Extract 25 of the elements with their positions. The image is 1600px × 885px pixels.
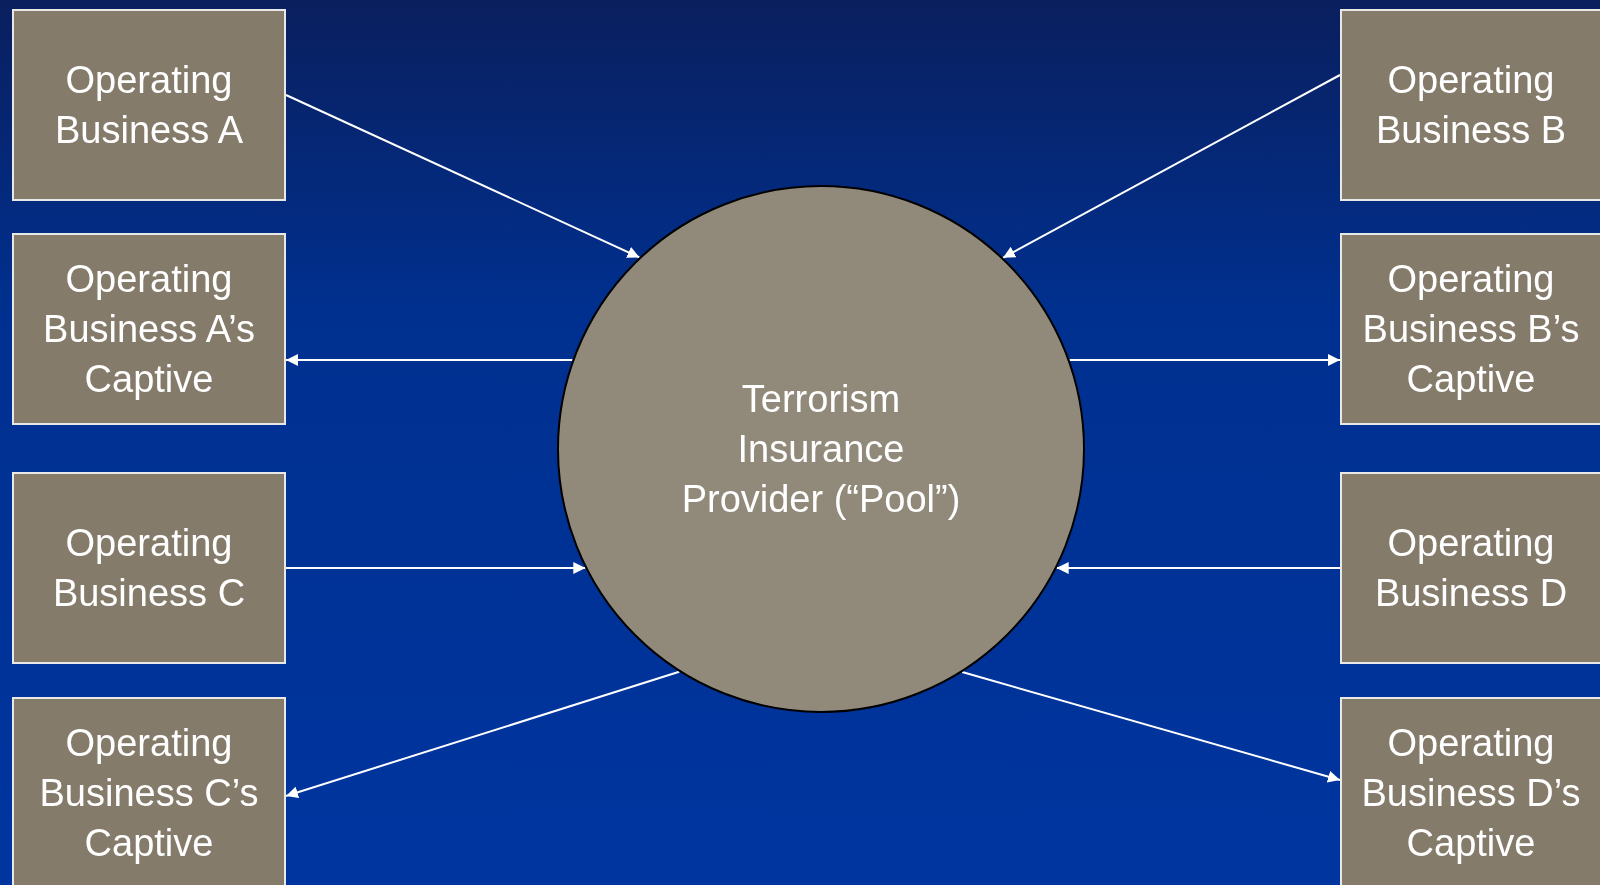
arrow [285, 670, 681, 799]
arrow [1055, 562, 1341, 574]
business-box [12, 9, 286, 201]
node-label: Operating Business C’s Captive [38, 721, 260, 866]
arrow [285, 354, 574, 366]
business-box [1340, 233, 1600, 425]
business-box [12, 697, 286, 885]
arrow [1002, 74, 1341, 259]
node-label: Operating Business D [1373, 521, 1569, 616]
business-box [1340, 697, 1600, 885]
arrow [961, 671, 1341, 783]
business-box [1340, 472, 1600, 664]
business-box [12, 233, 286, 425]
arrow [285, 94, 641, 259]
arrow [1068, 354, 1341, 366]
node-label: Operating Business B [1374, 58, 1568, 153]
business-box [12, 472, 286, 664]
node-label: Operating Business C [51, 521, 247, 616]
arrow [285, 562, 587, 574]
node-label: Operating Business B’s Captive [1361, 257, 1581, 402]
node-label: Operating Business A’s Captive [42, 257, 256, 402]
business-box [1340, 9, 1600, 201]
node-label: Operating Business A [54, 58, 244, 153]
node-label: Operating Business D’s Captive [1360, 721, 1582, 866]
node-label: Terrorism Insurance Provider (“Pool”) [680, 377, 962, 522]
